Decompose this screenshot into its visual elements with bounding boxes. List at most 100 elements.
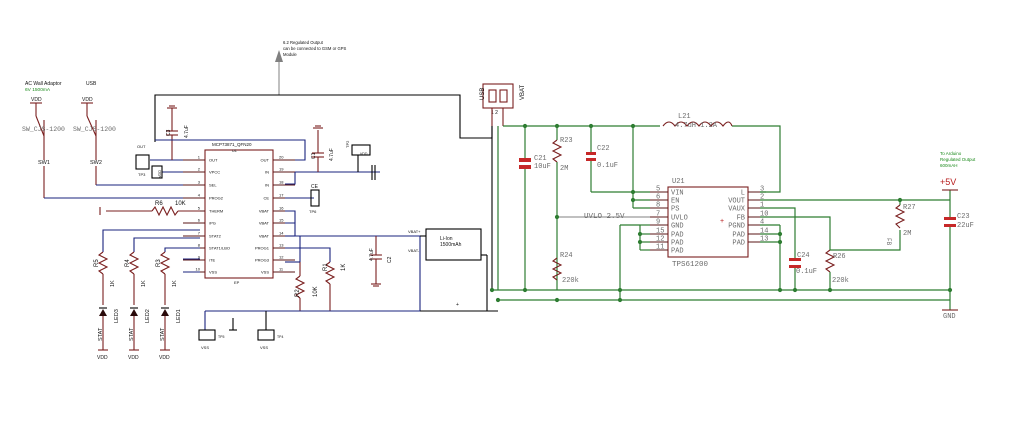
ic1-pin-number: 11 (279, 267, 284, 272)
sw1-part: SW_CJS-1200 (22, 126, 65, 133)
u21-pin-name: UVLO (671, 215, 688, 223)
c21: C21 10uF (519, 126, 551, 290)
led-icon (161, 309, 169, 316)
vbat-plus: VBAT+ (408, 229, 421, 234)
ic1-pin-name: IN (265, 183, 269, 188)
junction-dot (554, 123, 560, 129)
tp5-vss: VSS (201, 345, 209, 350)
u21-pin-number: 12 (656, 236, 664, 244)
vdd-label: VDD (128, 355, 139, 361)
tp4-label: TP4 (277, 335, 283, 339)
ic1-pin-name: THERM (209, 209, 223, 214)
u21-pin-number: 7 (656, 211, 660, 219)
ce-label: CE (311, 184, 319, 190)
ic1-pin-name: VPCC (209, 170, 220, 175)
c21-val: 10uF (534, 163, 551, 171)
c24-ref: C24 (797, 252, 810, 260)
c3-ref: C3 (166, 129, 172, 136)
ic1-pin-number: 15 (279, 218, 284, 223)
u21-pin-number: 5 (656, 186, 660, 194)
vdd-tp (151, 165, 163, 179)
ic1-pin-name: VBAT (259, 221, 270, 226)
resistor-symbol (159, 251, 171, 275)
junction-dot (777, 231, 783, 237)
jp-connector: USB VBAT 1 2 (480, 83, 526, 126)
ic1-pin-number: 20 (279, 155, 284, 160)
resistor-value: 1K (110, 280, 116, 287)
ic1-pin-name: PROG2 (209, 196, 224, 201)
ic1-pin-number: 13 (279, 243, 284, 248)
c22-ref: C22 (597, 145, 610, 153)
junction-dot (777, 287, 783, 293)
junction-dot (637, 239, 643, 245)
sw1-ref: SW1 (38, 160, 50, 166)
u21-pin-name: VOUT (728, 198, 745, 206)
resistor-symbol (128, 251, 140, 275)
tp4-vss: VSS (260, 345, 268, 350)
ic1-pin-name: STAT2 (209, 234, 222, 239)
ic1-pin-name: IN (265, 170, 269, 175)
r26-val: 220k (832, 277, 849, 285)
l21-ref: L21 (678, 113, 691, 121)
junction-dot (777, 239, 783, 245)
u21-pin-name: PAD (671, 232, 684, 240)
ic1-pin-name: OUT (261, 158, 270, 163)
junction-dot (495, 297, 501, 303)
tp-out-label: OUT (137, 144, 146, 149)
junction-dot (554, 297, 560, 303)
vdd-label: VDD (82, 97, 93, 103)
ic1-pin-number: 9 (198, 255, 201, 260)
tp6-label: TP6 (309, 209, 317, 214)
ac-title: AC Wall Adaptor (25, 81, 62, 87)
u21-pin-name: VIN (671, 190, 684, 198)
ic1-pin-number: 3 (198, 180, 201, 185)
ic1-pin-name: OUT (209, 158, 218, 163)
arrow-up-icon (275, 50, 283, 62)
gnd-label: GND (943, 313, 956, 321)
led-ref: LED3 (114, 309, 120, 323)
ic1-pin-name: VSS (209, 270, 217, 275)
u21-pin-name: PAD (732, 232, 745, 240)
r1-ref: R1 (323, 263, 329, 271)
c1-val: 4.7uF (329, 148, 335, 161)
junction-dot (522, 287, 528, 293)
junction-dot (630, 189, 636, 195)
ic1-pin-name: PROG1 (255, 246, 270, 251)
ic1-ref: U1 (232, 149, 237, 153)
u21-part: TPS61200 (672, 261, 709, 269)
liion-line-1: Li-Ion (440, 236, 453, 242)
sw2-ref: SW2 (90, 160, 102, 166)
ic1-pin-name: CE (263, 196, 269, 201)
c23-val: 22uF (957, 222, 974, 230)
arduino-line-2: Regulated Output (940, 157, 976, 162)
led-icon (99, 309, 107, 316)
jp-pins: 1 2 (491, 110, 498, 116)
note-line-3: Module (283, 52, 297, 57)
c23: C23 22uF (944, 213, 974, 310)
u21-pin-name: FB (737, 215, 745, 223)
vbat-minus: VBAT- (408, 248, 420, 253)
stat-label: STAT (98, 327, 104, 341)
ic1-pin-number: 5 (198, 206, 201, 211)
tp5-label: TP5 (218, 335, 224, 339)
u21-pin-name: L (741, 190, 745, 198)
r23-ref: R23 (560, 137, 573, 145)
tp4 (257, 329, 275, 341)
u21-pin-name: PS (671, 206, 679, 214)
r2-ref: R2 (295, 289, 301, 297)
r1: R1 1K (323, 261, 347, 311)
c1-ref: C1 (311, 152, 317, 159)
u21-pin-number: 4 (760, 219, 764, 227)
ic1-pin-number: 6 (198, 218, 201, 223)
r24: R24 220k (551, 252, 579, 285)
junction-dot (637, 231, 643, 237)
ic-mcp73871: MCP73871_QFN20 U1 EP 1OUT2VPCC3SEL4PROG2… (183, 142, 295, 285)
fb-label: FB (885, 238, 892, 246)
r26: R26 220k (824, 249, 849, 290)
ic1-pin-name: /TE (209, 258, 216, 263)
liion-line-2: 1500mAh (440, 242, 462, 248)
c2-val: 4.7uF (369, 248, 375, 261)
